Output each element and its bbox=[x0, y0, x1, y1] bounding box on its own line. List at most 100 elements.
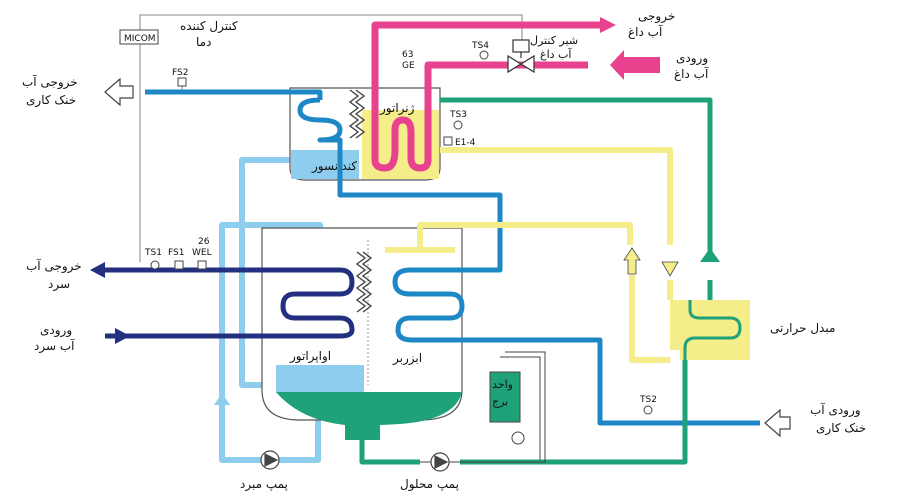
valve-body bbox=[507, 54, 535, 74]
hot-valve-label-1: شیر کنترل bbox=[530, 34, 578, 47]
ts1-sensor bbox=[150, 260, 160, 270]
cooling-water-pipes bbox=[145, 89, 760, 426]
arrow-heads bbox=[90, 77, 791, 438]
chilled-in-label-1: ورودی bbox=[40, 323, 72, 338]
purge-unit-tank bbox=[489, 371, 521, 423]
refrigerant-up-arrow bbox=[214, 393, 230, 405]
hot-out-label-2: آب داغ bbox=[628, 24, 663, 39]
chilled-out-label-2: سرد bbox=[48, 277, 70, 292]
cooling-out-label-2: خنک کاری bbox=[26, 93, 76, 108]
purge-unit-label-1: واحد bbox=[492, 378, 513, 391]
green-generator-feed bbox=[440, 97, 713, 260]
ts2-sensor bbox=[643, 405, 653, 415]
sensor-labels: MICOM FS2 TS4 63 GE TS3 E1-4 TS1 FS1 26 … bbox=[124, 34, 657, 405]
solution-pump-triangle bbox=[434, 455, 449, 469]
fs1-sensor bbox=[174, 260, 184, 270]
sensors bbox=[119, 29, 653, 415]
main-vessel: اواپراتور ابزربر bbox=[261, 227, 463, 440]
valve-actuator bbox=[512, 39, 530, 53]
heat-exchanger-yellow-pipe bbox=[629, 275, 670, 363]
solution-pump-line bbox=[359, 440, 420, 465]
fs2-label: FS2 bbox=[172, 68, 188, 78]
solution-arrows bbox=[623, 247, 679, 277]
cooling-out-label-1: خروجی آب bbox=[22, 74, 78, 90]
hot-water-out-pipe bbox=[371, 21, 600, 120]
wel-sensor bbox=[197, 260, 207, 270]
hot-in-label-2: آب داغ bbox=[674, 66, 709, 81]
hot-water-valve bbox=[507, 39, 535, 74]
ts4-label: TS4 bbox=[471, 41, 489, 51]
yellow-up-arrow bbox=[623, 247, 641, 275]
ts2-label: TS2 bbox=[639, 395, 657, 405]
fs2-sensor bbox=[177, 77, 187, 87]
eliminator-chevrons bbox=[348, 89, 373, 313]
hot-water-out-arrow bbox=[600, 17, 616, 33]
condenser-label: کندانسور bbox=[311, 159, 357, 174]
upper-eliminator bbox=[348, 89, 366, 139]
solution-pipes bbox=[385, 147, 673, 363]
external-labels: کنترل کننده دما شیر کنترل آب داغ خروجی آ… bbox=[22, 9, 866, 492]
micom-label: MICOM bbox=[124, 34, 156, 44]
cooling-water-out-pipe bbox=[145, 89, 323, 100]
purge-pump-icon bbox=[511, 431, 525, 445]
condenser-coil bbox=[297, 97, 343, 143]
heat-exchanger-label: مبدل حرارتی bbox=[770, 321, 835, 336]
chilled-water-out-pipe bbox=[105, 267, 355, 339]
hot-out-label-1: خروجی bbox=[638, 9, 675, 24]
ge-label: GE bbox=[402, 61, 415, 71]
chilled-in-arrow bbox=[115, 328, 130, 344]
refrigerant-arrows bbox=[214, 393, 230, 405]
cooling-out-arrow bbox=[104, 77, 134, 107]
cooling-in-arrow bbox=[764, 408, 791, 438]
green-up-arrow bbox=[700, 248, 720, 262]
absorber-coil bbox=[392, 267, 760, 426]
weak-solution-spray-pipe bbox=[417, 222, 633, 250]
hot-in-label-1: ورودی bbox=[676, 51, 708, 66]
chilled-water-pipes bbox=[105, 267, 355, 339]
condenser-water-fill bbox=[291, 150, 359, 179]
ts3-label: TS3 bbox=[449, 110, 467, 120]
chilled-out-arrow bbox=[90, 262, 105, 278]
generator-coil bbox=[371, 61, 460, 172]
refrigerant-pump-triangle bbox=[264, 453, 279, 467]
solution-pump-label: پمپ محلول bbox=[400, 477, 459, 492]
condenser-to-absorber-pipe bbox=[330, 137, 503, 273]
yellow-down-arrow bbox=[661, 261, 679, 277]
absorber-label: ابزربر bbox=[392, 351, 422, 366]
e1-4-sensor bbox=[443, 136, 453, 146]
ts4-sensor bbox=[479, 50, 489, 60]
pumps bbox=[260, 450, 450, 472]
chilled-in-label-2: آب سرد bbox=[34, 338, 75, 354]
generator-label: ژنراتور bbox=[379, 101, 415, 116]
heat-exchanger-coil bbox=[683, 300, 742, 360]
temp-controller-label-2: دما bbox=[196, 35, 211, 49]
sixty-three-label: 63 bbox=[402, 50, 413, 60]
hot-water-in-arrow bbox=[610, 50, 660, 80]
heat-exchanger: مبدل حرارتی bbox=[670, 300, 835, 360]
ts3-sensor bbox=[453, 120, 463, 130]
micom-box bbox=[119, 29, 159, 45]
e1-4-label: E1-4 bbox=[455, 138, 476, 148]
evaporator-water-fill bbox=[276, 365, 364, 393]
chilled-out-label-1: خروجی آب bbox=[26, 258, 82, 274]
cooling-in-label-2: خنک کاری bbox=[816, 421, 866, 436]
ts1-label: TS1 bbox=[144, 248, 162, 258]
heat-exchanger-body bbox=[670, 300, 750, 360]
hot-water-arrows bbox=[600, 17, 660, 80]
wel-label: WEL bbox=[192, 248, 212, 258]
temp-controller-label-1: کنترل کننده bbox=[180, 19, 238, 34]
purge-unit: واحد برج bbox=[420, 351, 546, 463]
cooling-in-label-1: ورودی آب bbox=[810, 402, 861, 418]
evaporator-label: اواپراتور bbox=[289, 349, 331, 364]
lower-eliminator bbox=[355, 251, 373, 313]
absorber-solution-pool bbox=[276, 392, 462, 440]
refrigerant-pump-label: پمپ مبرد bbox=[240, 477, 288, 492]
green-arrows bbox=[700, 248, 720, 262]
fs1-label: FS1 bbox=[168, 248, 184, 258]
purge-unit-lines bbox=[420, 351, 546, 463]
purge-unit-label-2: برج bbox=[492, 395, 508, 408]
strong-solution-pipe bbox=[440, 147, 673, 245]
hot-valve-label-2: آب داغ bbox=[540, 47, 572, 61]
twenty-six-label: 26 bbox=[198, 237, 210, 247]
